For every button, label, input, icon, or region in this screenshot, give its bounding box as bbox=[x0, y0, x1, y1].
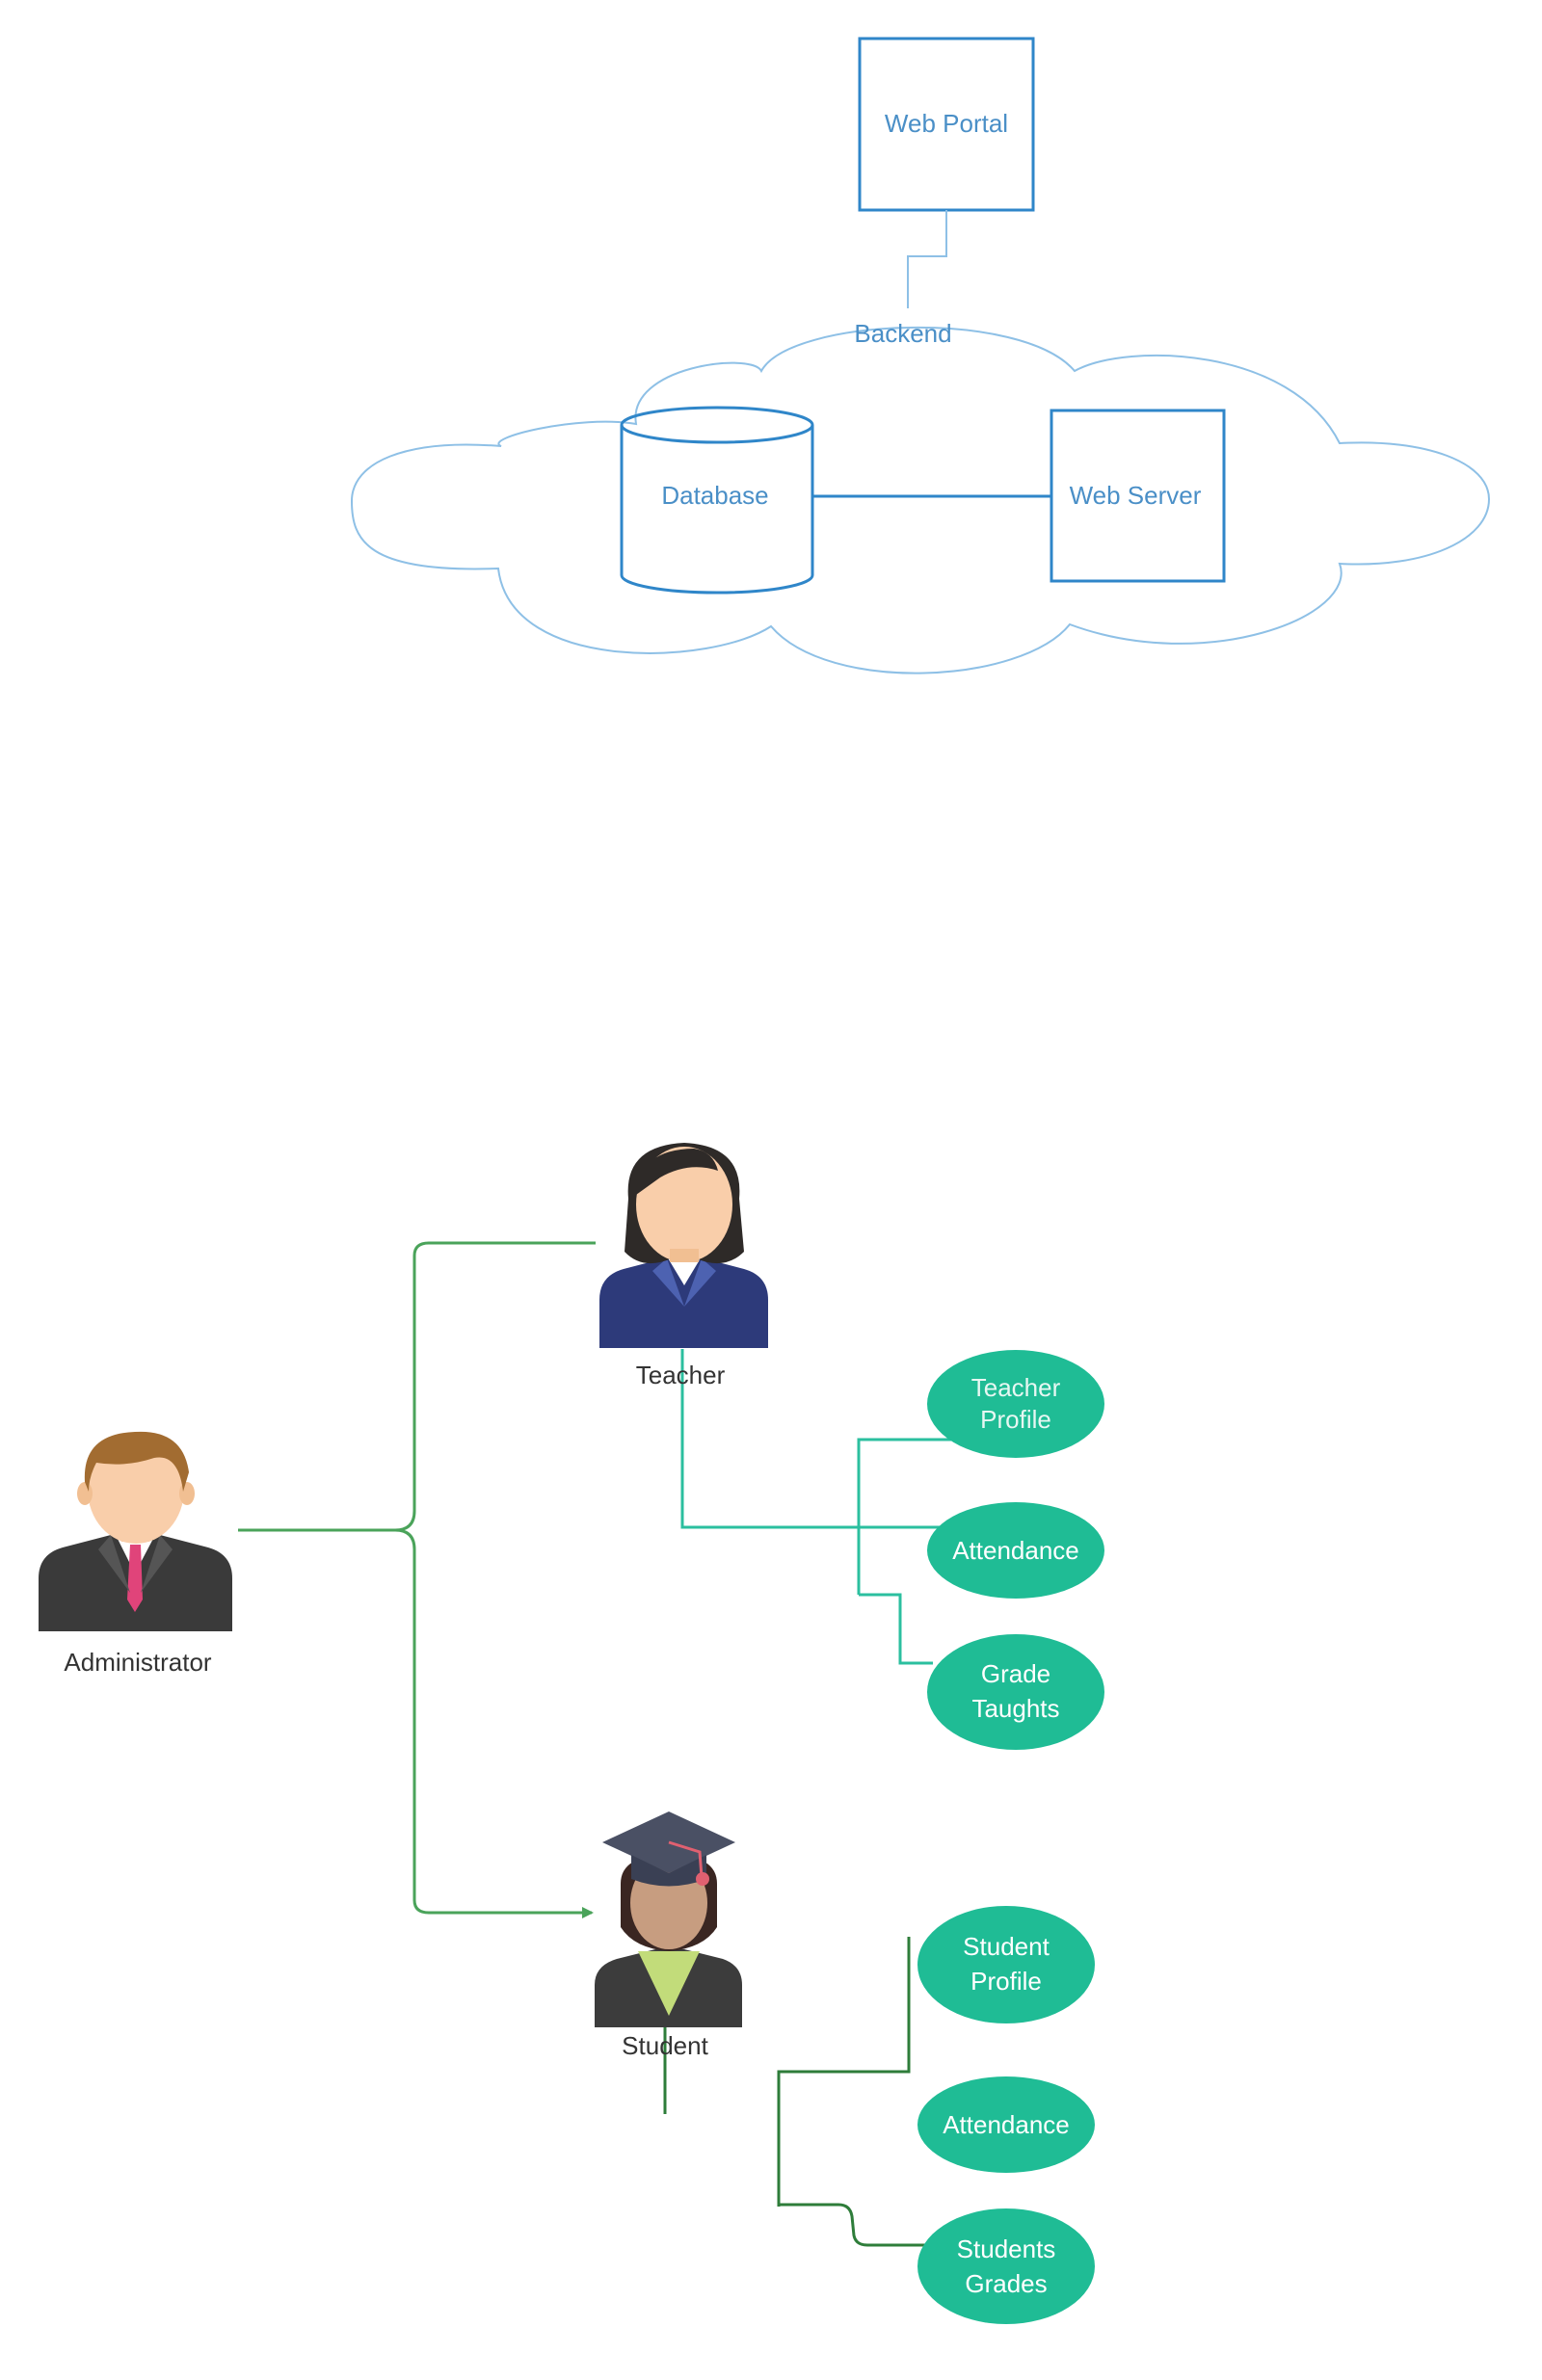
students-grades-node[interactable]: Students Grades bbox=[917, 2208, 1095, 2324]
teacher-face bbox=[636, 1147, 732, 1262]
backend-label: Backend bbox=[854, 319, 951, 348]
svg-text:Grades: Grades bbox=[965, 2269, 1047, 2298]
student-profile-node[interactable]: Student Profile bbox=[917, 1906, 1095, 2023]
teacher-attendance-node[interactable]: Attendance bbox=[927, 1502, 1104, 1599]
web-portal-label: Web Portal bbox=[885, 109, 1008, 138]
student-attendance-node[interactable]: Attendance bbox=[917, 2076, 1095, 2173]
student-label: Student bbox=[622, 2031, 708, 2060]
database-cylinder[interactable] bbox=[620, 406, 814, 595]
teacher-label: Teacher bbox=[636, 1361, 726, 1389]
architecture-section: Web Portal Backend Database Web Server bbox=[350, 37, 1491, 674]
admin-brace-upper bbox=[394, 1241, 596, 1532]
svg-text:Taughts: Taughts bbox=[971, 1694, 1059, 1723]
teacher-connectors bbox=[680, 1349, 973, 1665]
graduate-icon[interactable] bbox=[595, 1811, 742, 2027]
actors-section: Administrator Teacher Student bbox=[39, 1143, 1104, 2324]
svg-text:Attendance: Attendance bbox=[952, 1536, 1079, 1565]
web-server-box[interactable] bbox=[1050, 409, 1226, 583]
cloud-shape bbox=[350, 327, 1491, 674]
svg-text:Student: Student bbox=[963, 1932, 1050, 1961]
student-connectors bbox=[663, 1937, 927, 2247]
web-server-label: Web Server bbox=[1070, 481, 1202, 510]
svg-text:Profile: Profile bbox=[970, 1967, 1042, 1996]
svg-text:Grade: Grade bbox=[981, 1659, 1050, 1688]
grade-taughts-node[interactable]: Grade Taughts bbox=[927, 1634, 1104, 1750]
administrator-label: Administrator bbox=[64, 1648, 211, 1677]
portal-backend-connector bbox=[907, 210, 947, 308]
teacher-profile-node[interactable]: Teacher Profile bbox=[927, 1350, 1104, 1458]
svg-text:Attendance: Attendance bbox=[943, 2110, 1070, 2139]
database-label: Database bbox=[661, 481, 768, 510]
admin-brace-connector bbox=[238, 1528, 594, 1918]
svg-text:Students: Students bbox=[957, 2235, 1056, 2263]
svg-text:Teacher: Teacher bbox=[971, 1373, 1061, 1402]
svg-text:Profile: Profile bbox=[980, 1405, 1051, 1434]
businessman-icon[interactable] bbox=[39, 1431, 232, 1631]
